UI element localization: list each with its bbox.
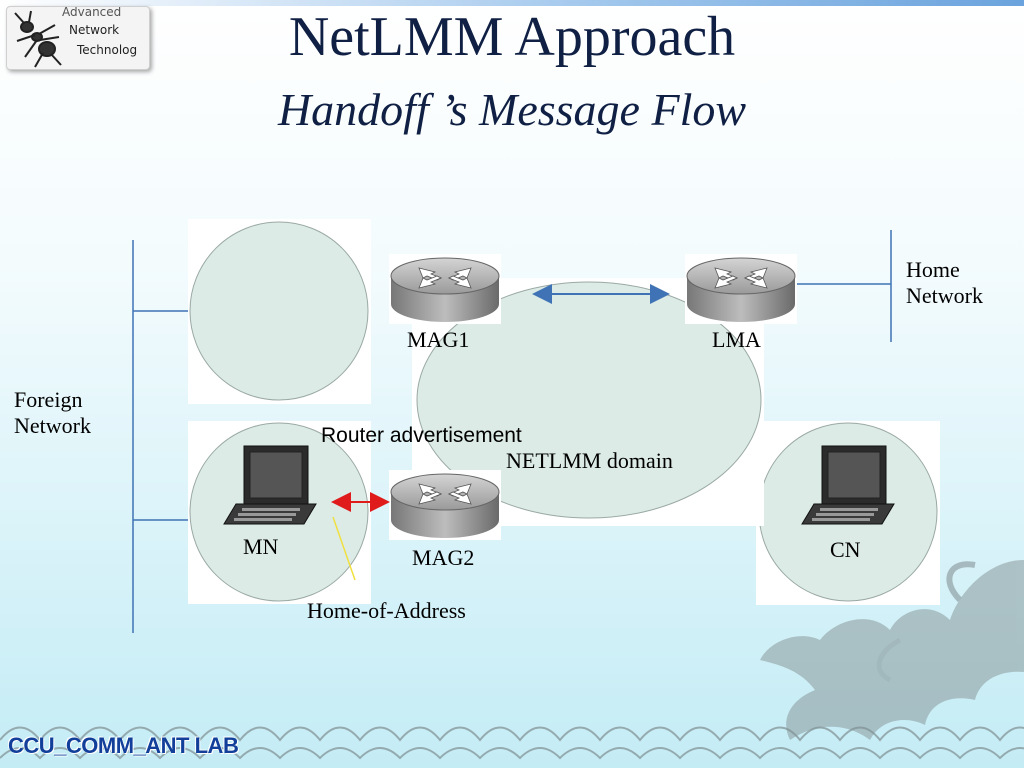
home-of-address-pointer — [332, 516, 356, 581]
netlmm-domain-ellipse — [416, 281, 762, 519]
lab-footer: CCU_COMM_ANT LAB — [8, 733, 239, 758]
ant-icon — [14, 10, 62, 68]
cn-label: CN — [830, 537, 861, 562]
home-network-label: Home Network — [906, 257, 1016, 309]
slide-subtitle: Handoff ’s Message Flow — [277, 84, 747, 135]
mag2-router-icon — [389, 470, 501, 540]
dragon-decoration — [760, 560, 1024, 740]
top-accent-line — [0, 0, 1024, 6]
home-network-bus — [797, 230, 892, 342]
foreign-network-label: Foreign Network — [14, 387, 124, 439]
mag2-label: MAG2 — [412, 545, 475, 570]
mag1-label: MAG1 — [407, 327, 470, 352]
lab-logo: Advanced Network Technolog — [6, 6, 150, 70]
cn-laptop-icon — [801, 445, 895, 525]
logo-line-1: Advanced — [62, 6, 122, 19]
logo-line-3: Technolog — [77, 43, 138, 57]
router-advertisement-label: Router advertisement — [321, 424, 522, 447]
foreign-network-label-line-2: Network — [14, 413, 91, 438]
mn-label: MN — [243, 534, 279, 559]
lma-router-icon — [685, 254, 797, 324]
logo-line-2: Network — [69, 23, 120, 37]
waves-decoration — [0, 726, 1024, 760]
mag1-router-icon — [389, 254, 501, 324]
home-network-label-line-2: Network — [906, 283, 983, 308]
cell-circle-top — [189, 221, 369, 401]
mn-laptop-icon — [223, 445, 317, 525]
home-of-address-label: Home-of-Address — [307, 598, 466, 623]
slide-title: NetLMM Approach — [288, 6, 736, 68]
netlmm-domain-label: NETLMM domain — [506, 448, 673, 473]
foreign-network-label-line-1: Foreign — [14, 387, 83, 412]
home-network-label-line-1: Home — [906, 257, 960, 282]
foreign-network-bus — [132, 240, 190, 633]
lma-label: LMA — [712, 327, 761, 352]
